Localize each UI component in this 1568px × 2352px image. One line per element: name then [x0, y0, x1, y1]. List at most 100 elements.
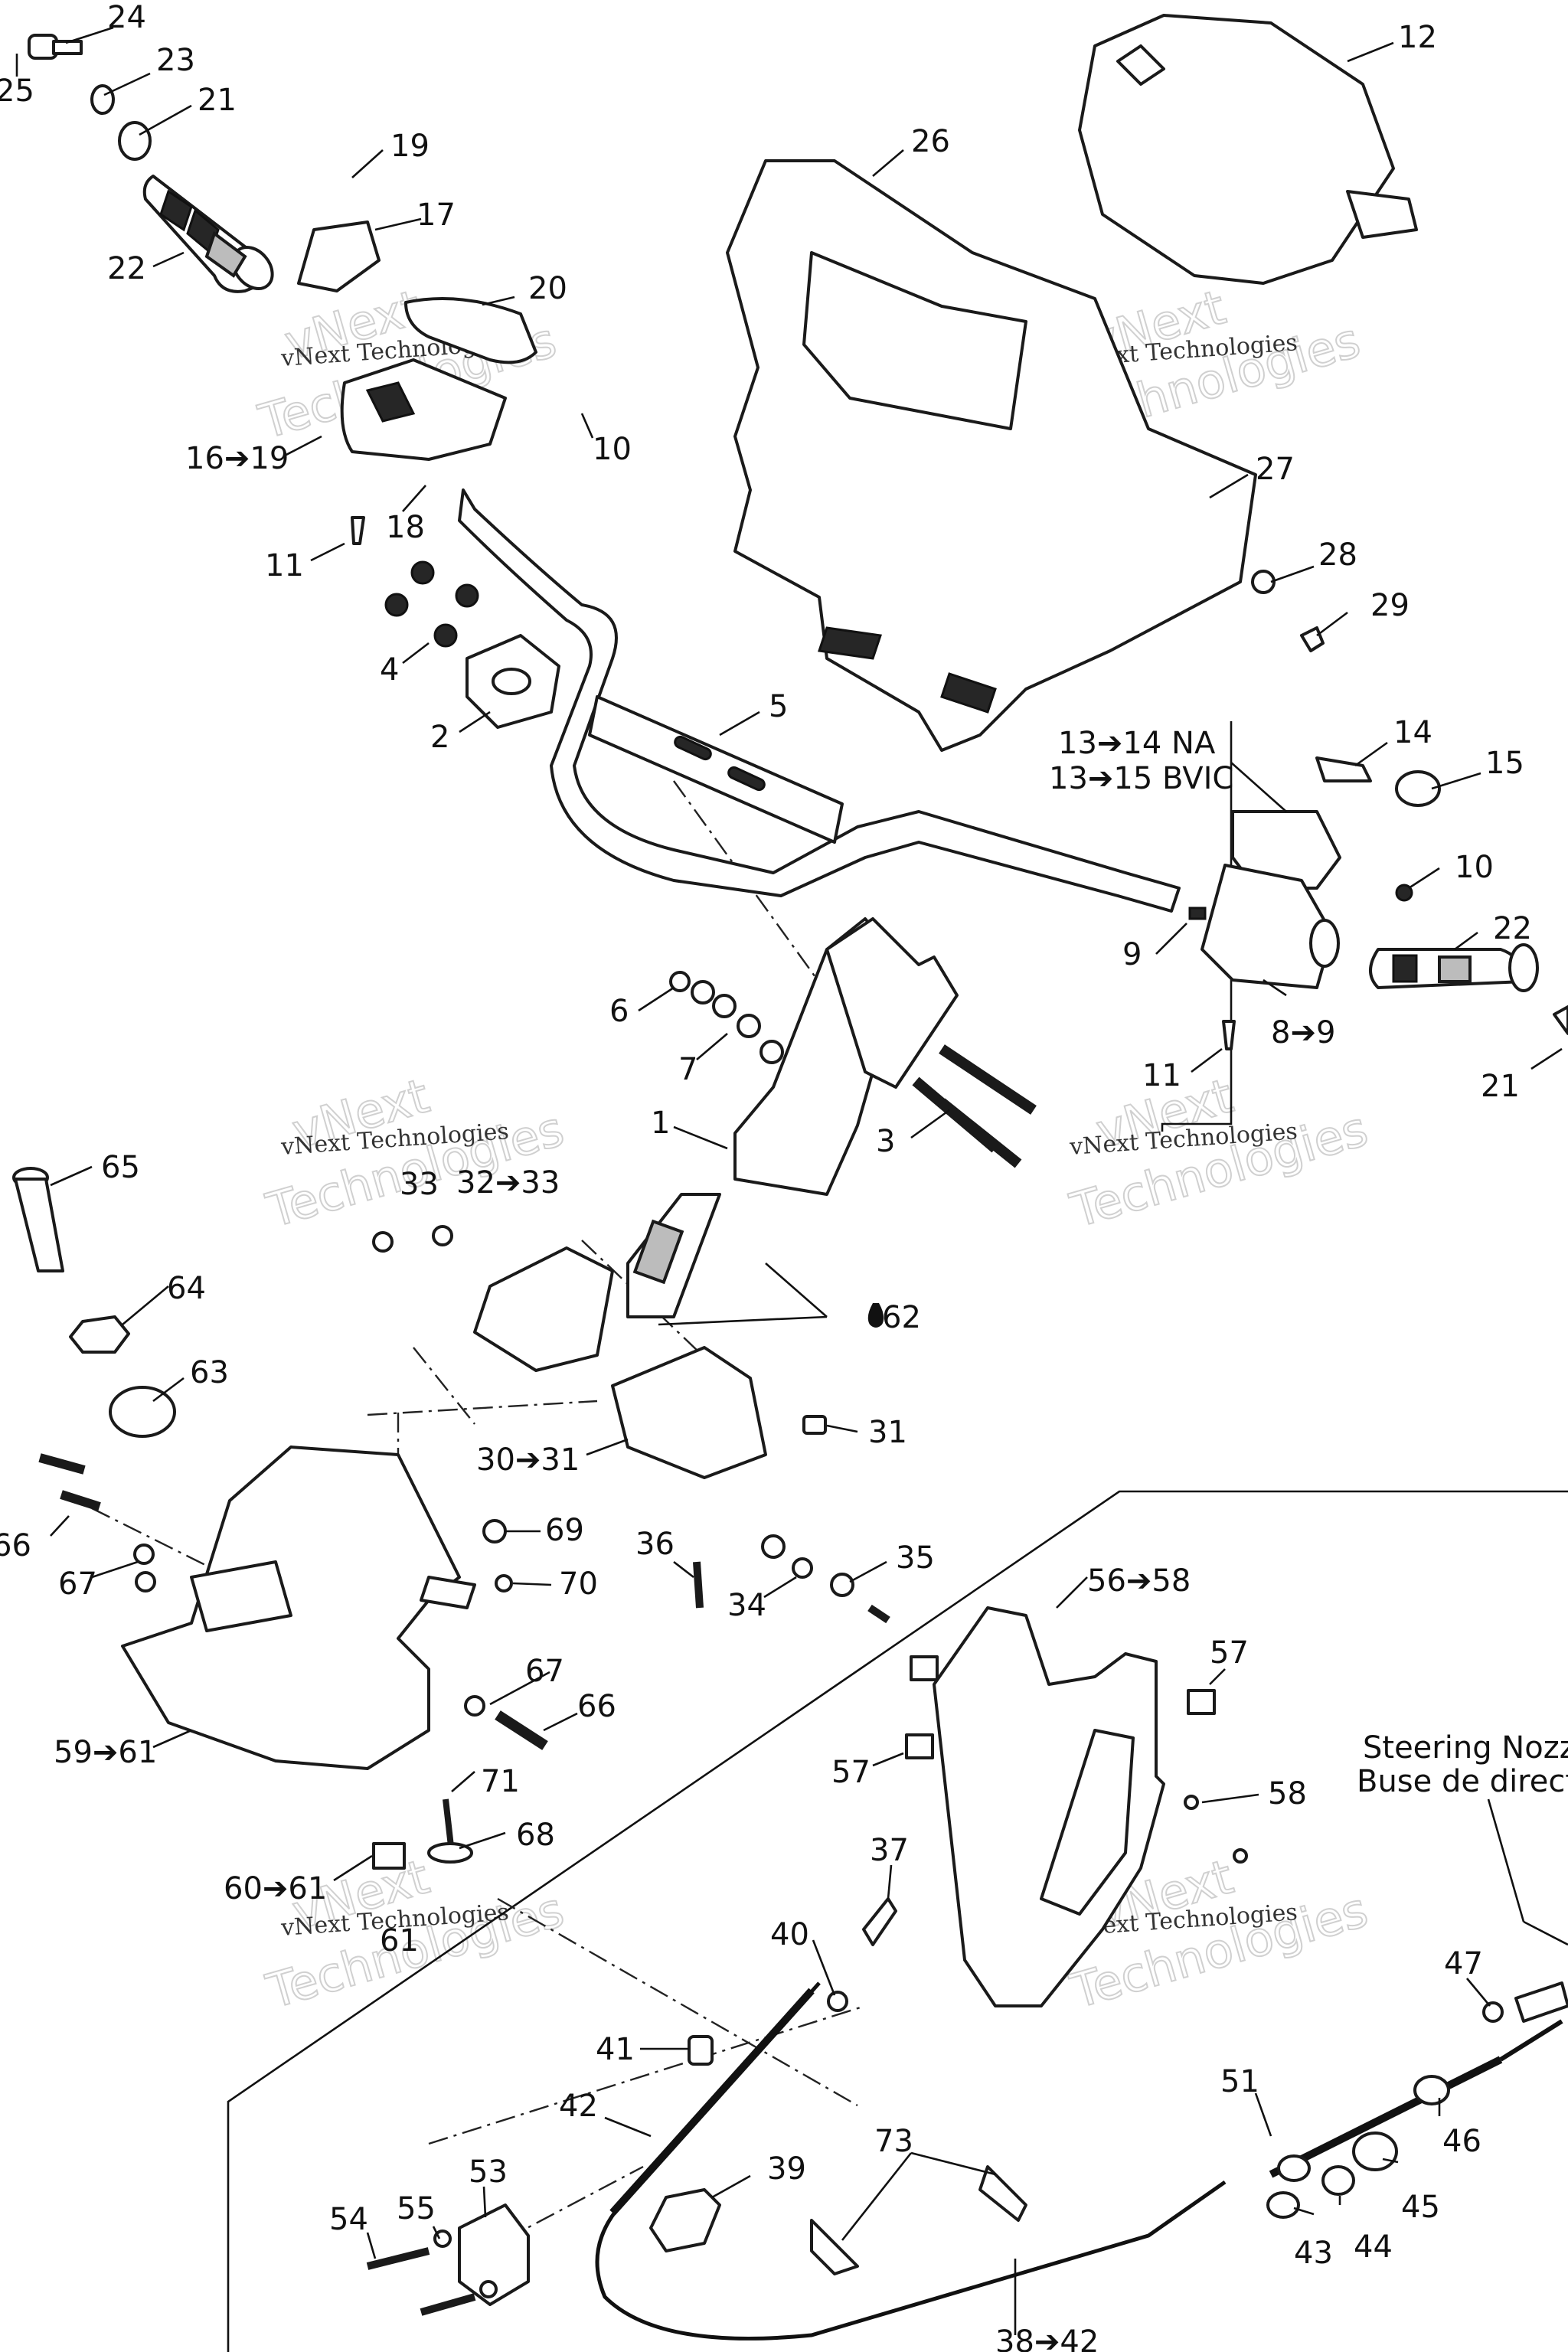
left-grip — [142, 175, 274, 293]
callout-label: 25 — [0, 74, 34, 109]
callout-label: 46 — [1442, 2124, 1481, 2159]
nut-set — [384, 560, 479, 648]
callout-label: 65 — [101, 1150, 140, 1185]
switch-detail — [365, 381, 416, 423]
callout-label: 58 — [1268, 1776, 1307, 1811]
nut-part — [1482, 2001, 1504, 2023]
callout-label: 22 — [1493, 911, 1532, 946]
nut-part — [1188, 906, 1207, 920]
callout-label: 54 — [329, 2202, 368, 2237]
bushing-part — [1352, 2132, 1398, 2171]
callout-label: 8➔9 — [1271, 1015, 1335, 1050]
callout-label: 12 — [1398, 20, 1437, 55]
callout-label: 40 — [770, 1917, 809, 1952]
nut-part — [482, 1519, 507, 1544]
clip-nut — [1187, 1689, 1216, 1715]
note-label: Buse de direct — [1357, 1764, 1568, 1799]
callout-label: 23 — [156, 43, 195, 78]
throttle-cover — [297, 220, 381, 292]
callout-label: 56➔58 — [1087, 1563, 1191, 1599]
ball-joint — [862, 1897, 897, 1946]
nut-part — [792, 1557, 813, 1579]
washer-part — [495, 1574, 513, 1592]
nut-part — [69, 1315, 130, 1354]
callout-label: 16➔19 — [185, 441, 289, 476]
steering-support-plate — [933, 1606, 1165, 2007]
handlebar-crossbar — [588, 695, 844, 844]
callout-label: 41 — [596, 2032, 635, 2067]
callout-label: 33 — [400, 1167, 439, 1202]
cover-window — [802, 251, 1027, 430]
cap-tab — [1116, 44, 1165, 86]
base-tab — [420, 1576, 476, 1609]
callout-label: 66 — [577, 1689, 616, 1724]
callout-label: 66 — [0, 1528, 31, 1563]
cable-end — [1499, 2019, 1563, 2062]
callout-label: 10 — [593, 432, 632, 467]
centerline — [367, 1400, 598, 1416]
callout-label: 28 — [1318, 537, 1357, 573]
callout-label: 42 — [559, 2089, 598, 2124]
button-cap — [1395, 770, 1441, 807]
callout-label: 1 — [651, 1106, 670, 1141]
callout-label: 30➔31 — [476, 1442, 580, 1478]
callout-label: 21 — [1481, 1069, 1520, 1104]
washer-part — [479, 2280, 498, 2298]
bolt-set — [912, 1044, 1037, 1168]
inset-frame — [227, 1490, 1568, 2352]
callout-label: 37 — [870, 1833, 909, 1868]
callout-label: 3 — [876, 1124, 895, 1159]
callout-label: 38➔42 — [995, 2324, 1099, 2352]
callout-label: 51 — [1220, 2064, 1259, 2099]
callout-label: 10 — [1455, 850, 1494, 885]
leader-lines — [15, 26, 1563, 2335]
washer-part — [761, 1534, 786, 1559]
callout-label: 63 — [190, 1355, 229, 1390]
nut-part — [372, 1842, 406, 1870]
callout-label: 68 — [516, 1818, 555, 1853]
centerline — [413, 1347, 475, 1425]
shaft-bolt — [12, 1167, 64, 1272]
cable-sleeve — [609, 1988, 815, 2216]
callout-label: 7 — [678, 1052, 697, 1087]
callout-label: 67 — [58, 1566, 97, 1602]
callout-label: 4 — [380, 652, 399, 688]
cable-sleeve — [1269, 2056, 1503, 2178]
slot-detail — [674, 735, 712, 761]
screw-part — [1300, 626, 1325, 652]
callout-label: 61 — [380, 1923, 419, 1958]
top-cap — [1078, 14, 1395, 285]
callout-label: 67 — [525, 1654, 564, 1689]
right-switch-cover — [1231, 810, 1341, 890]
callout-label: 47 — [1444, 1946, 1483, 1981]
centerline — [505, 2165, 644, 2241]
callout-label: 55 — [397, 2191, 436, 2226]
callout-label: 43 — [1294, 2236, 1333, 2271]
callout-label: 27 — [1256, 452, 1295, 487]
right-grip — [1369, 943, 1539, 992]
spline-detail — [632, 1219, 684, 1285]
cable-tie — [810, 2219, 859, 2275]
callout-label: 18 — [386, 510, 425, 545]
clip-nut — [910, 1655, 939, 1681]
callout-label: 34 — [727, 1588, 766, 1623]
steering-cable — [595, 1981, 1227, 2341]
washer-set — [669, 971, 784, 1064]
callout-label: 35 — [896, 1540, 935, 1576]
callout-label: 6 — [609, 994, 629, 1029]
lower-support-bracket — [611, 1346, 767, 1479]
grip-cap — [1553, 1005, 1568, 1035]
callout-label: 2 — [430, 720, 449, 755]
washer-part — [830, 1573, 854, 1597]
bushing-part — [688, 2035, 714, 2066]
screw-part — [1222, 1020, 1236, 1050]
steering-base-housing — [121, 1446, 461, 1770]
callout-label: 21 — [198, 83, 237, 118]
note-leader — [1487, 1798, 1525, 1922]
bushing-part — [802, 1415, 827, 1435]
cover-tab — [940, 672, 997, 714]
callout-label: 15 — [1485, 746, 1524, 781]
slot-detail — [727, 766, 766, 792]
callout-label: 57 — [1210, 1635, 1249, 1671]
